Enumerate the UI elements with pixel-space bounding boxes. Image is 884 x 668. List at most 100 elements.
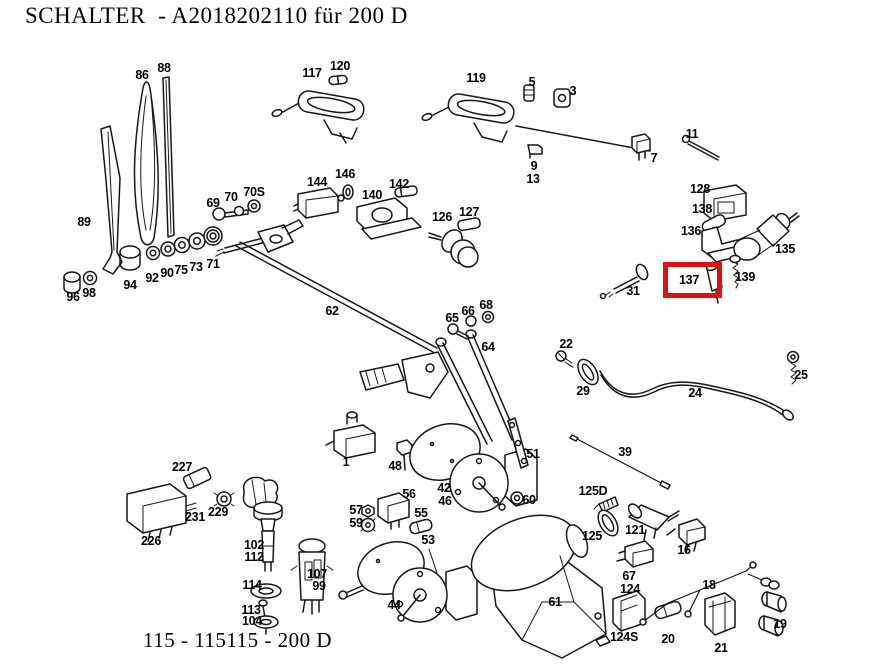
drawing-washer-row <box>63 226 223 294</box>
part-label-61[interactable]: 61 <box>548 594 562 609</box>
part-label-64[interactable]: 64 <box>481 339 495 354</box>
part-label-86[interactable]: 86 <box>135 67 149 82</box>
part-label-102[interactable]: 102 <box>244 537 264 552</box>
drawing-rod-24-group <box>555 350 800 421</box>
part-label-24[interactable]: 24 <box>688 385 702 400</box>
part-label-16[interactable]: 16 <box>677 542 691 557</box>
part-label-5[interactable]: 5 <box>528 74 536 89</box>
part-label-60[interactable]: 60 <box>522 492 536 507</box>
part-label-31[interactable]: 31 <box>626 283 640 298</box>
drawing-motor-61 <box>470 514 611 659</box>
part-label-55[interactable]: 55 <box>414 505 428 520</box>
part-label-68[interactable]: 68 <box>479 297 493 312</box>
part-label-25[interactable]: 25 <box>794 367 808 382</box>
part-label-227[interactable]: 227 <box>172 459 192 474</box>
part-label-135[interactable]: 135 <box>775 241 795 256</box>
part-label-51[interactable]: 51 <box>526 446 540 461</box>
part-label-11[interactable]: 11 <box>685 126 699 141</box>
part-label-42[interactable]: 42 <box>437 480 451 495</box>
part-label-21[interactable]: 21 <box>714 640 728 655</box>
drawing-link-rod-62 <box>235 241 438 353</box>
part-label-98[interactable]: 98 <box>82 285 96 300</box>
part-label-48[interactable]: 48 <box>388 458 402 473</box>
part-label-70[interactable]: 70 <box>224 189 238 204</box>
part-label-120[interactable]: 120 <box>330 58 350 73</box>
part-label-67[interactable]: 67 <box>622 568 636 583</box>
part-label-229[interactable]: 229 <box>208 504 228 519</box>
drawing-motor-44 <box>338 541 478 623</box>
part-label-9[interactable]: 9 <box>530 158 538 173</box>
part-label-90[interactable]: 90 <box>160 265 174 280</box>
page-footer: 115 - 115115 - 200 D <box>143 628 333 652</box>
part-label-70S[interactable]: 70S <box>243 184 265 199</box>
drawing-switch-135 <box>733 212 800 261</box>
part-label-20[interactable]: 20 <box>661 631 675 646</box>
part-label-96[interactable]: 96 <box>66 289 80 304</box>
part-label-107[interactable]: 107 <box>307 566 327 581</box>
drawing-ignition-group <box>250 501 334 635</box>
part-label-136[interactable]: 136 <box>681 223 701 238</box>
drawing-wiper-arm <box>100 125 123 275</box>
part-label-114[interactable]: 114 <box>242 577 262 592</box>
part-label-126[interactable]: 126 <box>432 209 452 224</box>
part-label-124S[interactable]: 124S <box>610 629 638 644</box>
drawing-lamp-117 <box>271 74 365 144</box>
highlight-box-137 <box>663 262 722 298</box>
part-label-13[interactable]: 13 <box>526 171 540 186</box>
part-label-62[interactable]: 62 <box>325 303 339 318</box>
part-label-1[interactable]: 1 <box>342 454 350 469</box>
part-label-73[interactable]: 73 <box>189 259 203 274</box>
part-label-138[interactable]: 138 <box>692 201 712 216</box>
drawing-switch-121-group <box>569 434 680 541</box>
part-label-88[interactable]: 88 <box>157 60 171 75</box>
part-label-112[interactable]: 112 <box>244 549 264 564</box>
part-label-44[interactable]: 44 <box>387 597 401 612</box>
part-label-59[interactable]: 59 <box>349 515 363 530</box>
part-label-99[interactable]: 99 <box>312 578 326 593</box>
part-label-139[interactable]: 139 <box>735 269 755 284</box>
part-label-117[interactable]: 117 <box>302 65 322 80</box>
part-label-57[interactable]: 57 <box>349 502 363 517</box>
part-label-127[interactable]: 127 <box>459 204 479 219</box>
part-label-144[interactable]: 144 <box>307 174 327 189</box>
part-label-65[interactable]: 65 <box>445 310 459 325</box>
part-label-125D[interactable]: 125D <box>578 483 608 498</box>
part-label-113[interactable]: 113 <box>241 602 261 617</box>
part-label-137[interactable]: 137 <box>679 272 699 287</box>
part-label-104[interactable]: 104 <box>242 613 262 628</box>
part-label-7[interactable]: 7 <box>650 150 658 165</box>
part-label-119[interactable]: 119 <box>466 70 486 85</box>
part-label-19[interactable]: 19 <box>773 616 787 631</box>
part-label-124[interactable]: 124 <box>620 581 640 596</box>
drawing-lower-pivot <box>359 310 518 445</box>
part-label-22[interactable]: 22 <box>559 336 573 351</box>
drawing-lamp-119 <box>421 84 651 159</box>
part-label-140[interactable]: 140 <box>362 187 382 202</box>
drawing-wiper-blade <box>133 76 175 246</box>
part-label-69[interactable]: 69 <box>206 195 220 210</box>
part-label-92[interactable]: 92 <box>145 270 159 285</box>
part-label-56[interactable]: 56 <box>402 486 416 501</box>
part-label-46[interactable]: 46 <box>438 493 452 508</box>
part-label-29[interactable]: 29 <box>576 383 590 398</box>
part-label-89[interactable]: 89 <box>77 214 91 229</box>
part-label-121[interactable]: 121 <box>625 522 645 537</box>
part-label-75[interactable]: 75 <box>174 262 188 277</box>
part-label-3[interactable]: 3 <box>569 83 577 98</box>
part-label-226[interactable]: 226 <box>141 533 161 548</box>
part-label-18[interactable]: 18 <box>702 577 716 592</box>
drawing-relay-1 <box>325 411 413 471</box>
part-label-39[interactable]: 39 <box>618 444 632 459</box>
part-label-231[interactable]: 231 <box>185 509 205 524</box>
part-label-53[interactable]: 53 <box>421 532 435 547</box>
part-label-142[interactable]: 142 <box>389 176 409 191</box>
part-label-146[interactable]: 146 <box>335 166 355 181</box>
part-label-71[interactable]: 71 <box>206 256 220 271</box>
part-label-94[interactable]: 94 <box>123 277 137 292</box>
part-label-125[interactable]: 125 <box>582 528 602 543</box>
drawing-pump-126 <box>428 217 481 268</box>
part-label-66[interactable]: 66 <box>461 303 475 318</box>
part-label-128[interactable]: 128 <box>690 181 710 196</box>
